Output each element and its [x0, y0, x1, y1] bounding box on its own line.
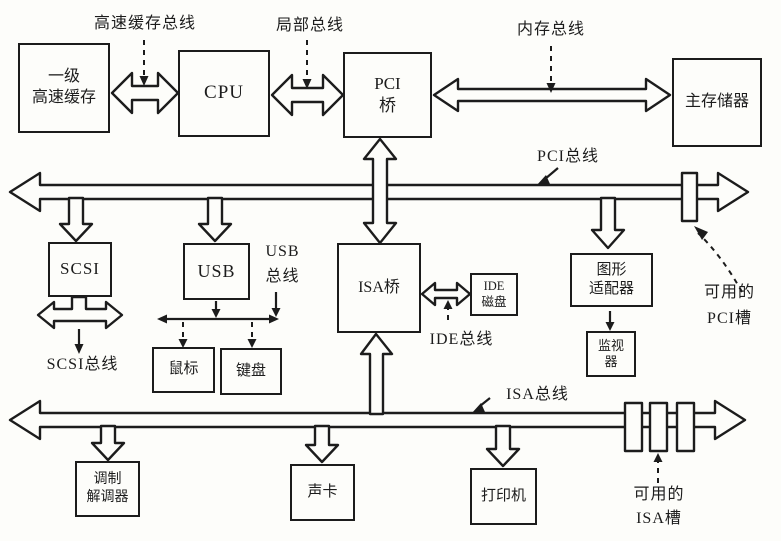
pci-branch-graphics	[590, 196, 626, 250]
label-available-isa-slot: 可用的 ISA槽	[633, 486, 685, 527]
box-mouse: 鼠标	[152, 347, 215, 393]
label-isa-bus: ISA总线	[506, 386, 569, 403]
isa-bus-arrow	[8, 399, 747, 441]
pci-slot-pointer-head	[694, 226, 708, 240]
label-cache-bus: 高速缓存总线	[93, 15, 196, 32]
mouse-dash-head	[178, 339, 188, 348]
isa-slot-pointer-head	[653, 453, 663, 462]
isa-label-pointer-head	[471, 403, 485, 414]
label-scsi-bus: SCSI总线	[46, 356, 119, 373]
isa-branch-modem	[90, 424, 126, 462]
box-l1-cache: 一级 高速缓存	[18, 43, 110, 133]
label-memory-bus: 内存总线	[516, 21, 585, 38]
label-ide-bus: IDE总线	[429, 331, 494, 348]
ide-bus-pointer-head	[443, 300, 453, 309]
box-printer: 打印机	[470, 468, 537, 525]
isa-slot-1	[623, 401, 644, 453]
local-bus-pointer-head	[302, 79, 312, 89]
box-graphics-adapter: 图形 适配器	[570, 253, 653, 307]
box-cpu: CPU	[178, 50, 270, 137]
usb-box-down-head	[211, 309, 221, 318]
pci-label-pointer-line	[544, 167, 559, 180]
box-monitor: 监视 器	[586, 331, 636, 377]
isa-branch-printer	[485, 424, 521, 468]
isa-slot-2	[648, 401, 669, 453]
isa-slot-3	[675, 401, 696, 453]
usb-sub-bus-right-head	[269, 314, 279, 324]
box-scsi: SCSI	[48, 242, 112, 297]
memory-bus-pointer-head	[546, 83, 556, 93]
label-available-pci-slot: 可用的 PCI槽	[703, 284, 755, 327]
box-ide-disk: IDE 磁盘	[470, 273, 518, 316]
pci-slot	[680, 171, 699, 223]
graphics-monitor-head	[605, 322, 615, 331]
keyboard-dash-head	[247, 339, 257, 348]
usb-label-down-head	[271, 308, 281, 317]
label-usb-bus: USB 总线	[265, 243, 300, 285]
pci-branch-scsi	[58, 196, 94, 243]
usb-sub-bus-left-head	[157, 314, 167, 324]
isa-branch-sound	[304, 424, 340, 464]
label-local-bus: 局部总线	[275, 17, 344, 34]
scsi-stub-head	[74, 344, 84, 354]
box-sound-card: 声卡	[290, 464, 355, 521]
pci-branch-usb	[197, 196, 233, 243]
scsi-bus-arrow	[36, 295, 124, 330]
box-usb: USB	[183, 243, 250, 300]
cache-bus-pointer-head	[139, 76, 149, 86]
box-pci-bridge: PCI 桥	[343, 52, 432, 138]
box-keyboard: 键盘	[220, 348, 282, 395]
box-isa-bridge: ISA桥	[337, 243, 421, 333]
box-modem: 调制 解调器	[75, 461, 140, 517]
ide-bus-arrow	[420, 281, 472, 307]
isabus-isabridge-arrow	[359, 332, 394, 416]
label-pci-bus: PCI总线	[537, 148, 599, 165]
box-main-memory: 主存储器	[672, 58, 762, 147]
pci-label-pointer-head	[536, 175, 550, 186]
pci-memory-arrow	[432, 77, 672, 113]
